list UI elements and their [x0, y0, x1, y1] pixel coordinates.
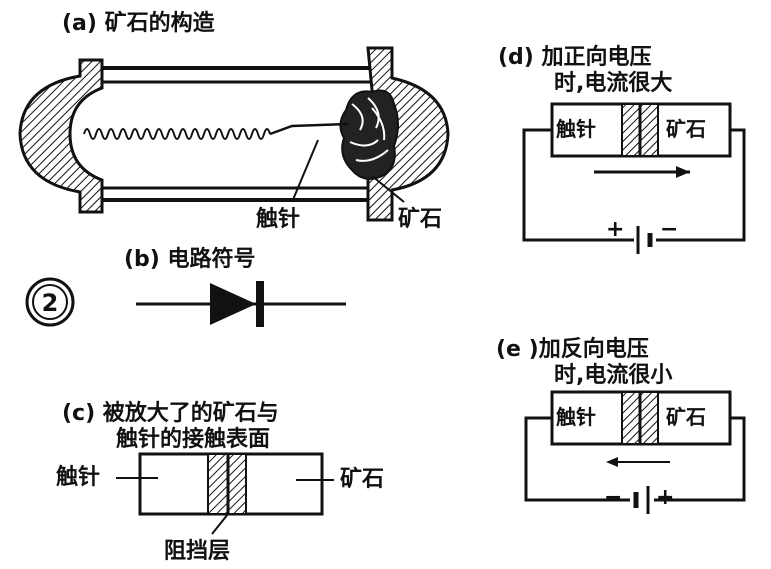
figure-number-inner-ring [32, 284, 68, 320]
diode-bar [256, 281, 264, 327]
panel-d-title-line1: (d) 加正向电压 [498, 44, 652, 70]
panel-c-barrier-label: 阻挡层 [164, 539, 230, 564]
current-arrow-head [676, 166, 690, 178]
panel-a: (a) 矿石的构造 触针 矿石 [18, 10, 450, 232]
circuit-wire-right [656, 128, 746, 242]
panel-c-title-line2: 触针的接触表面 [116, 426, 270, 452]
panel-d: (d) 加正向电压 时,电流很大 触针 矿石 + − [498, 44, 746, 254]
spring-coil [83, 128, 271, 140]
circuit-wire-right [654, 416, 746, 502]
panel-e-plus: + [656, 485, 674, 510]
ore-crystal-texture [349, 97, 389, 162]
panel-c-needle-label: 触针 [56, 464, 100, 490]
figure-number: 2 [42, 289, 59, 317]
panel-e-minus: − [604, 485, 622, 510]
circuit-wire-left [524, 416, 630, 502]
figure-number-outer-ring [25, 277, 75, 327]
left-end-cap [18, 58, 104, 214]
panel-d-ore-label: 矿石 [666, 117, 706, 141]
panel-b: (b) 电路符号 [124, 246, 346, 327]
panel-e-ore-label: 矿石 [666, 405, 706, 429]
needle-wire [269, 122, 349, 136]
panel-d-needle-label: 触针 [556, 117, 596, 141]
figure-number-badge: 2 [25, 277, 75, 327]
panel-e-title-line2: 时,电流很小 [554, 362, 672, 388]
panel-a-title: (a) 矿石的构造 [62, 10, 215, 36]
panel-a-ore-label: 矿石 [398, 206, 442, 232]
panel-a-needle-label: 触针 [256, 206, 300, 232]
panel-e: (e )加反向电压 时,电流很小 触针 矿石 − + [496, 336, 746, 514]
panel-c-ore-label: 矿石 [340, 466, 384, 492]
panel-d-minus: − [660, 217, 678, 242]
panel-e-needle-label: 触针 [556, 405, 596, 429]
right-end-cap [366, 46, 450, 222]
panel-e-title-line1: (e )加反向电压 [496, 336, 649, 362]
diode-triangle [210, 283, 256, 325]
panel-c: (c) 被放大了的矿石与 触针的接触表面 触针 矿石 阻挡层 [56, 400, 384, 564]
ore-leader-line [371, 175, 405, 203]
panel-d-title-line2: 时,电流很大 [554, 70, 672, 96]
barrier-pointer [211, 513, 229, 535]
panel-b-title: (b) 电路符号 [124, 246, 256, 272]
needle-leader-line [291, 139, 319, 203]
panel-d-plus: + [606, 217, 624, 242]
circuit-wire-left [522, 128, 634, 242]
panel-c-title-line1: (c) 被放大了的矿石与 [62, 400, 279, 426]
ore-crystal [339, 89, 399, 180]
current-arrow-head [606, 457, 618, 467]
